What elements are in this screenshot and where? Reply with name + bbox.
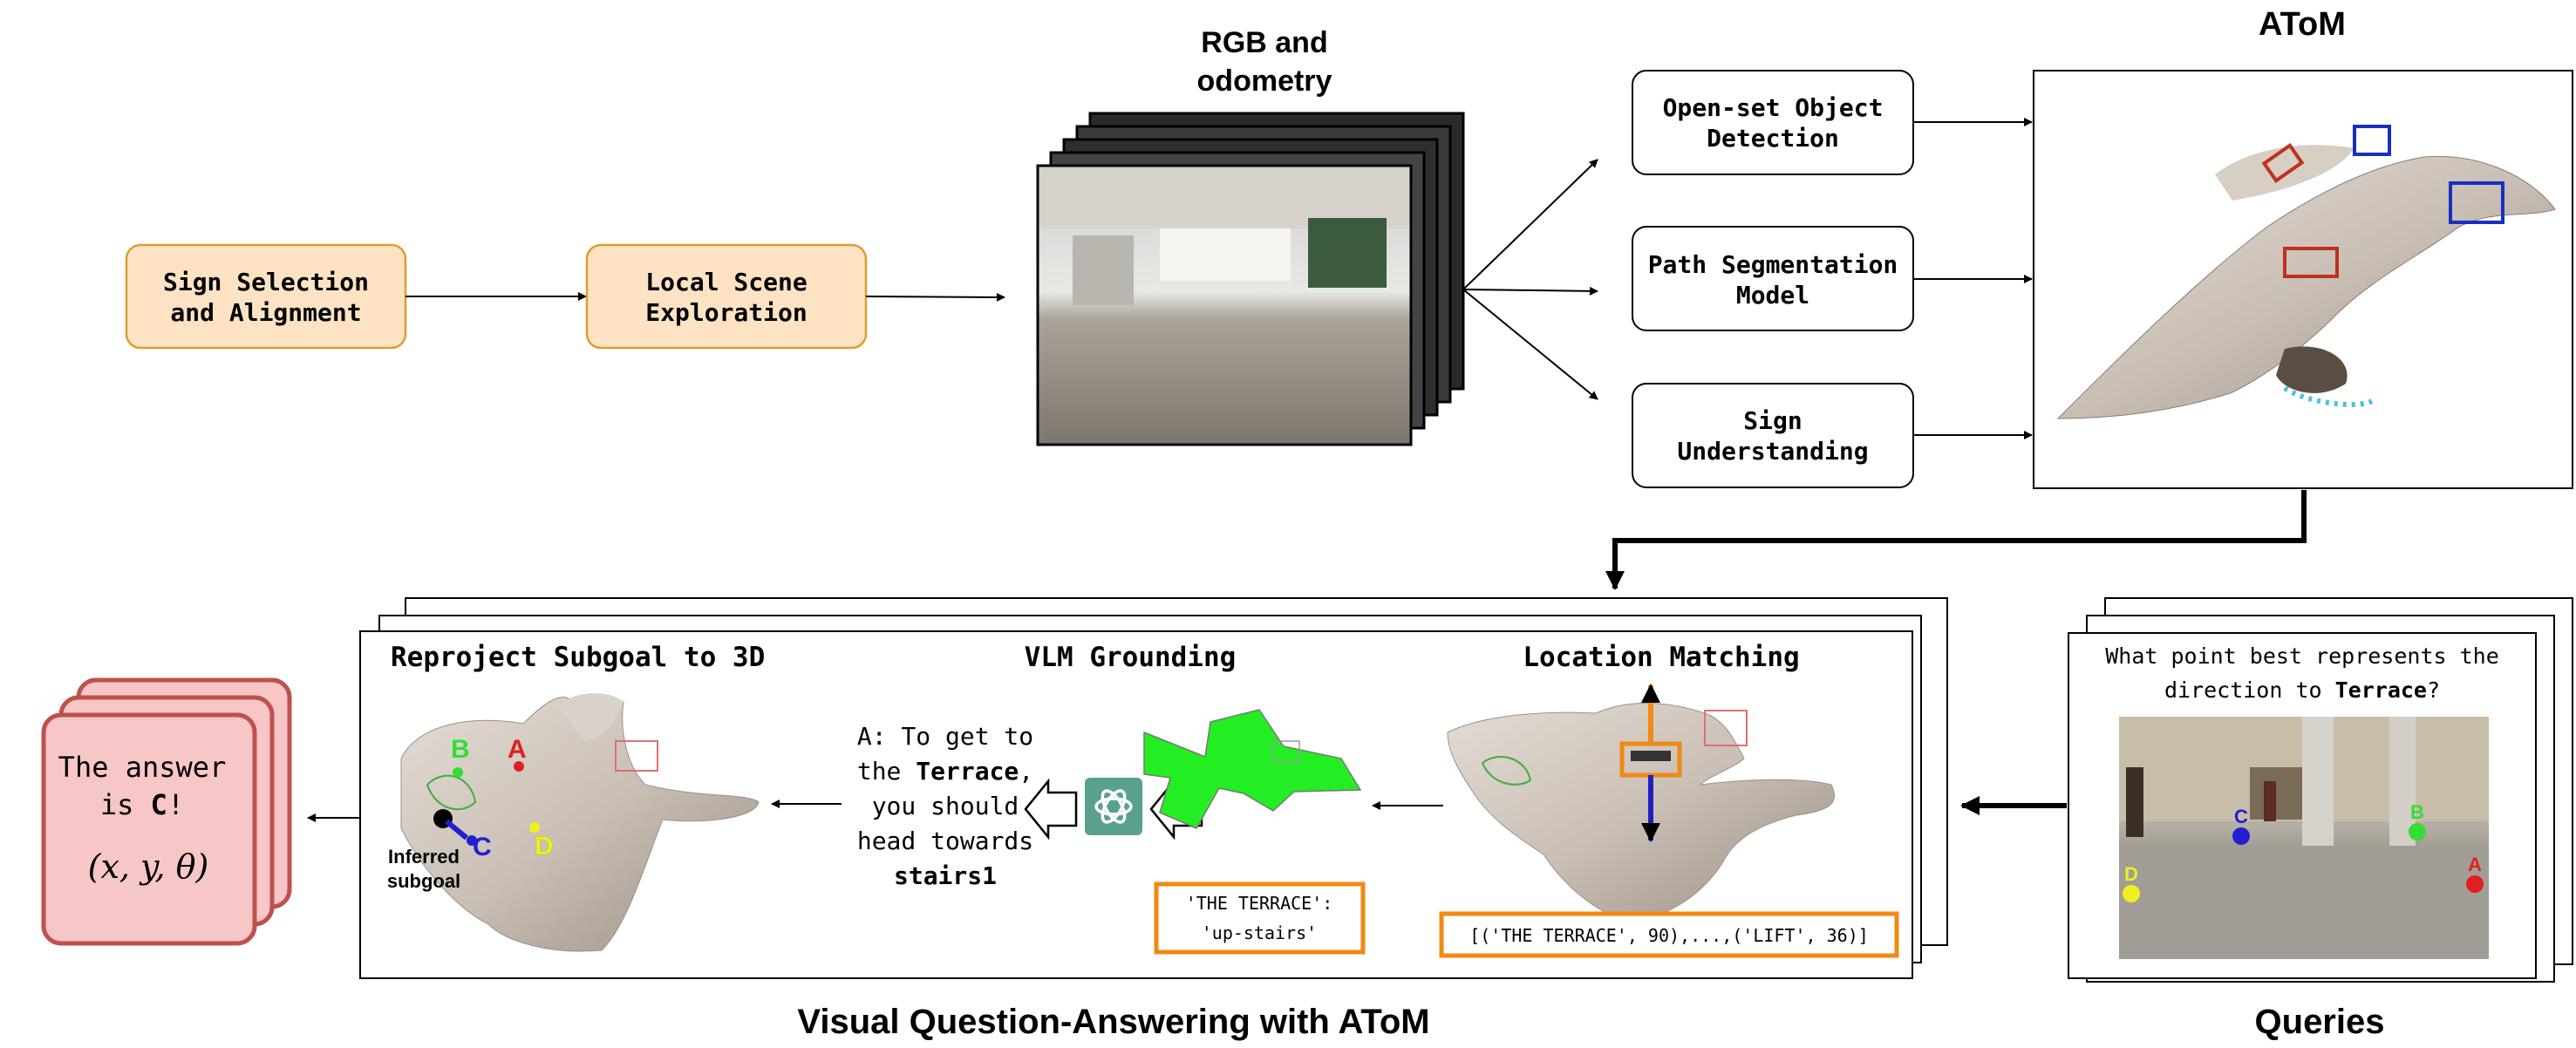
openai-icon [1085, 778, 1142, 835]
query-point-d-label: D [2124, 863, 2138, 885]
answer-line-4: head towards [857, 827, 1033, 855]
point-d-marker [529, 822, 540, 833]
detection-node: Open-set Object Detection [1632, 70, 1914, 175]
rgb-frame-stack [1036, 112, 1465, 446]
location-matching-title: Location Matching [1523, 642, 1799, 673]
sign-understanding-label-2: Understanding [1677, 437, 1868, 466]
query-point-d-marker [2123, 885, 2140, 902]
detection-label-2: Detection [1707, 124, 1839, 153]
point-c-marker [467, 835, 477, 846]
segmentation-node: Path Segmentation Model [1632, 226, 1914, 331]
sign-understanding-label-1: Sign [1743, 406, 1802, 435]
answer-line-2: the Terrace, [857, 757, 1033, 786]
connector-atom-to-vqa [1605, 490, 2307, 590]
segmentation-label-2: Model [1736, 281, 1809, 310]
answer-formula: (x, y, θ) [88, 847, 209, 886]
rgb-title-2: odometry [1197, 65, 1332, 98]
local-exploration-label-1: Local Scene [645, 268, 807, 296]
inferred-subgoal-label-1: Inferred [388, 846, 460, 868]
arrow-rgb-to-segmentation [1462, 286, 1598, 296]
segmentation-label-1: Path Segmentation [1648, 250, 1898, 279]
vlm-result-box: 'THE TERRACE': 'up-stairs' [1154, 881, 1366, 955]
vlm-result-line-2: 'up-stairs' [1202, 922, 1317, 943]
sign-selection-label-1: Sign Selection [163, 268, 369, 296]
sign-understanding-node: Sign Understanding [1632, 383, 1914, 488]
query-question-line-2: direction to Terrace? [2164, 677, 2440, 703]
location-result-box: [('THE TERRACE', 90),...,('LIFT', 36)] [1439, 911, 1899, 958]
query-point-a-marker [2466, 875, 2484, 893]
query-point-b-label: B [2410, 801, 2424, 823]
vlm-answer-text: A: To get to the Terrace, you should hea… [857, 722, 1033, 890]
answer-main-card [41, 712, 257, 946]
sign-selection-label-2: and Alignment [170, 298, 361, 327]
vlm-grounding-title: VLM Grounding [1025, 642, 1237, 673]
openai-knot-icon [1094, 789, 1133, 824]
query-point-b-marker [2409, 823, 2426, 840]
hollow-arrow-vlm-to-text [1024, 778, 1078, 840]
point-b-label: B [451, 735, 470, 764]
query-point-a-label: A [2468, 854, 2482, 875]
sign-selection-node: Sign Selection and Alignment [125, 243, 407, 350]
location-matching-map [1447, 703, 1836, 922]
query-question-line-1: What point best represents the [2105, 643, 2499, 669]
answer-line-5: stairs1 [894, 861, 997, 890]
vqa-bottom-title: Visual Question-Answering with AToM [797, 1003, 1429, 1041]
point-b-marker [453, 767, 463, 778]
query-photo [2119, 717, 2489, 959]
inferred-subgoal-label-2: subgoal [387, 870, 460, 892]
subgoal-direction [445, 819, 468, 840]
query-point-c-marker [2232, 827, 2250, 845]
answer-line-1-text: The answer [58, 751, 227, 784]
arrow-explore-to-rgb [865, 292, 1005, 302]
rgb-title-1: RGB and [1201, 26, 1327, 59]
point-a-marker [514, 761, 524, 772]
answer-line-3: you should [872, 792, 1019, 820]
query-point-c-label: C [2234, 806, 2248, 827]
queries-title: Queries [2255, 1003, 2385, 1041]
vlm-result-line-1: 'THE TERRACE': [1186, 893, 1333, 914]
reproject-title: Reproject Subgoal to 3D [391, 642, 765, 673]
point-d-label: D [535, 832, 554, 861]
local-exploration-node: Local Scene Exploration [585, 243, 868, 350]
atom-map-panel [2033, 70, 2573, 489]
reproject-map [400, 693, 760, 952]
detection-label-1: Open-set Object [1663, 93, 1884, 122]
arrow-rgb-to-detection [1462, 159, 1598, 290]
local-exploration-label-2: Exploration [645, 298, 807, 327]
atom-title: AToM [2259, 6, 2346, 43]
point-a-label: A [508, 735, 527, 764]
answer-line-1: A: To get to [857, 722, 1033, 751]
point-c-label: C [473, 833, 492, 861]
answer-line-2-text: is C! [100, 788, 184, 821]
arrow-rgb-to-sign [1462, 289, 1598, 400]
location-result-text: [('THE TERRACE', 90),...,('LIFT', 36)] [1469, 925, 1869, 946]
green-grounding-mask [1143, 709, 1362, 829]
